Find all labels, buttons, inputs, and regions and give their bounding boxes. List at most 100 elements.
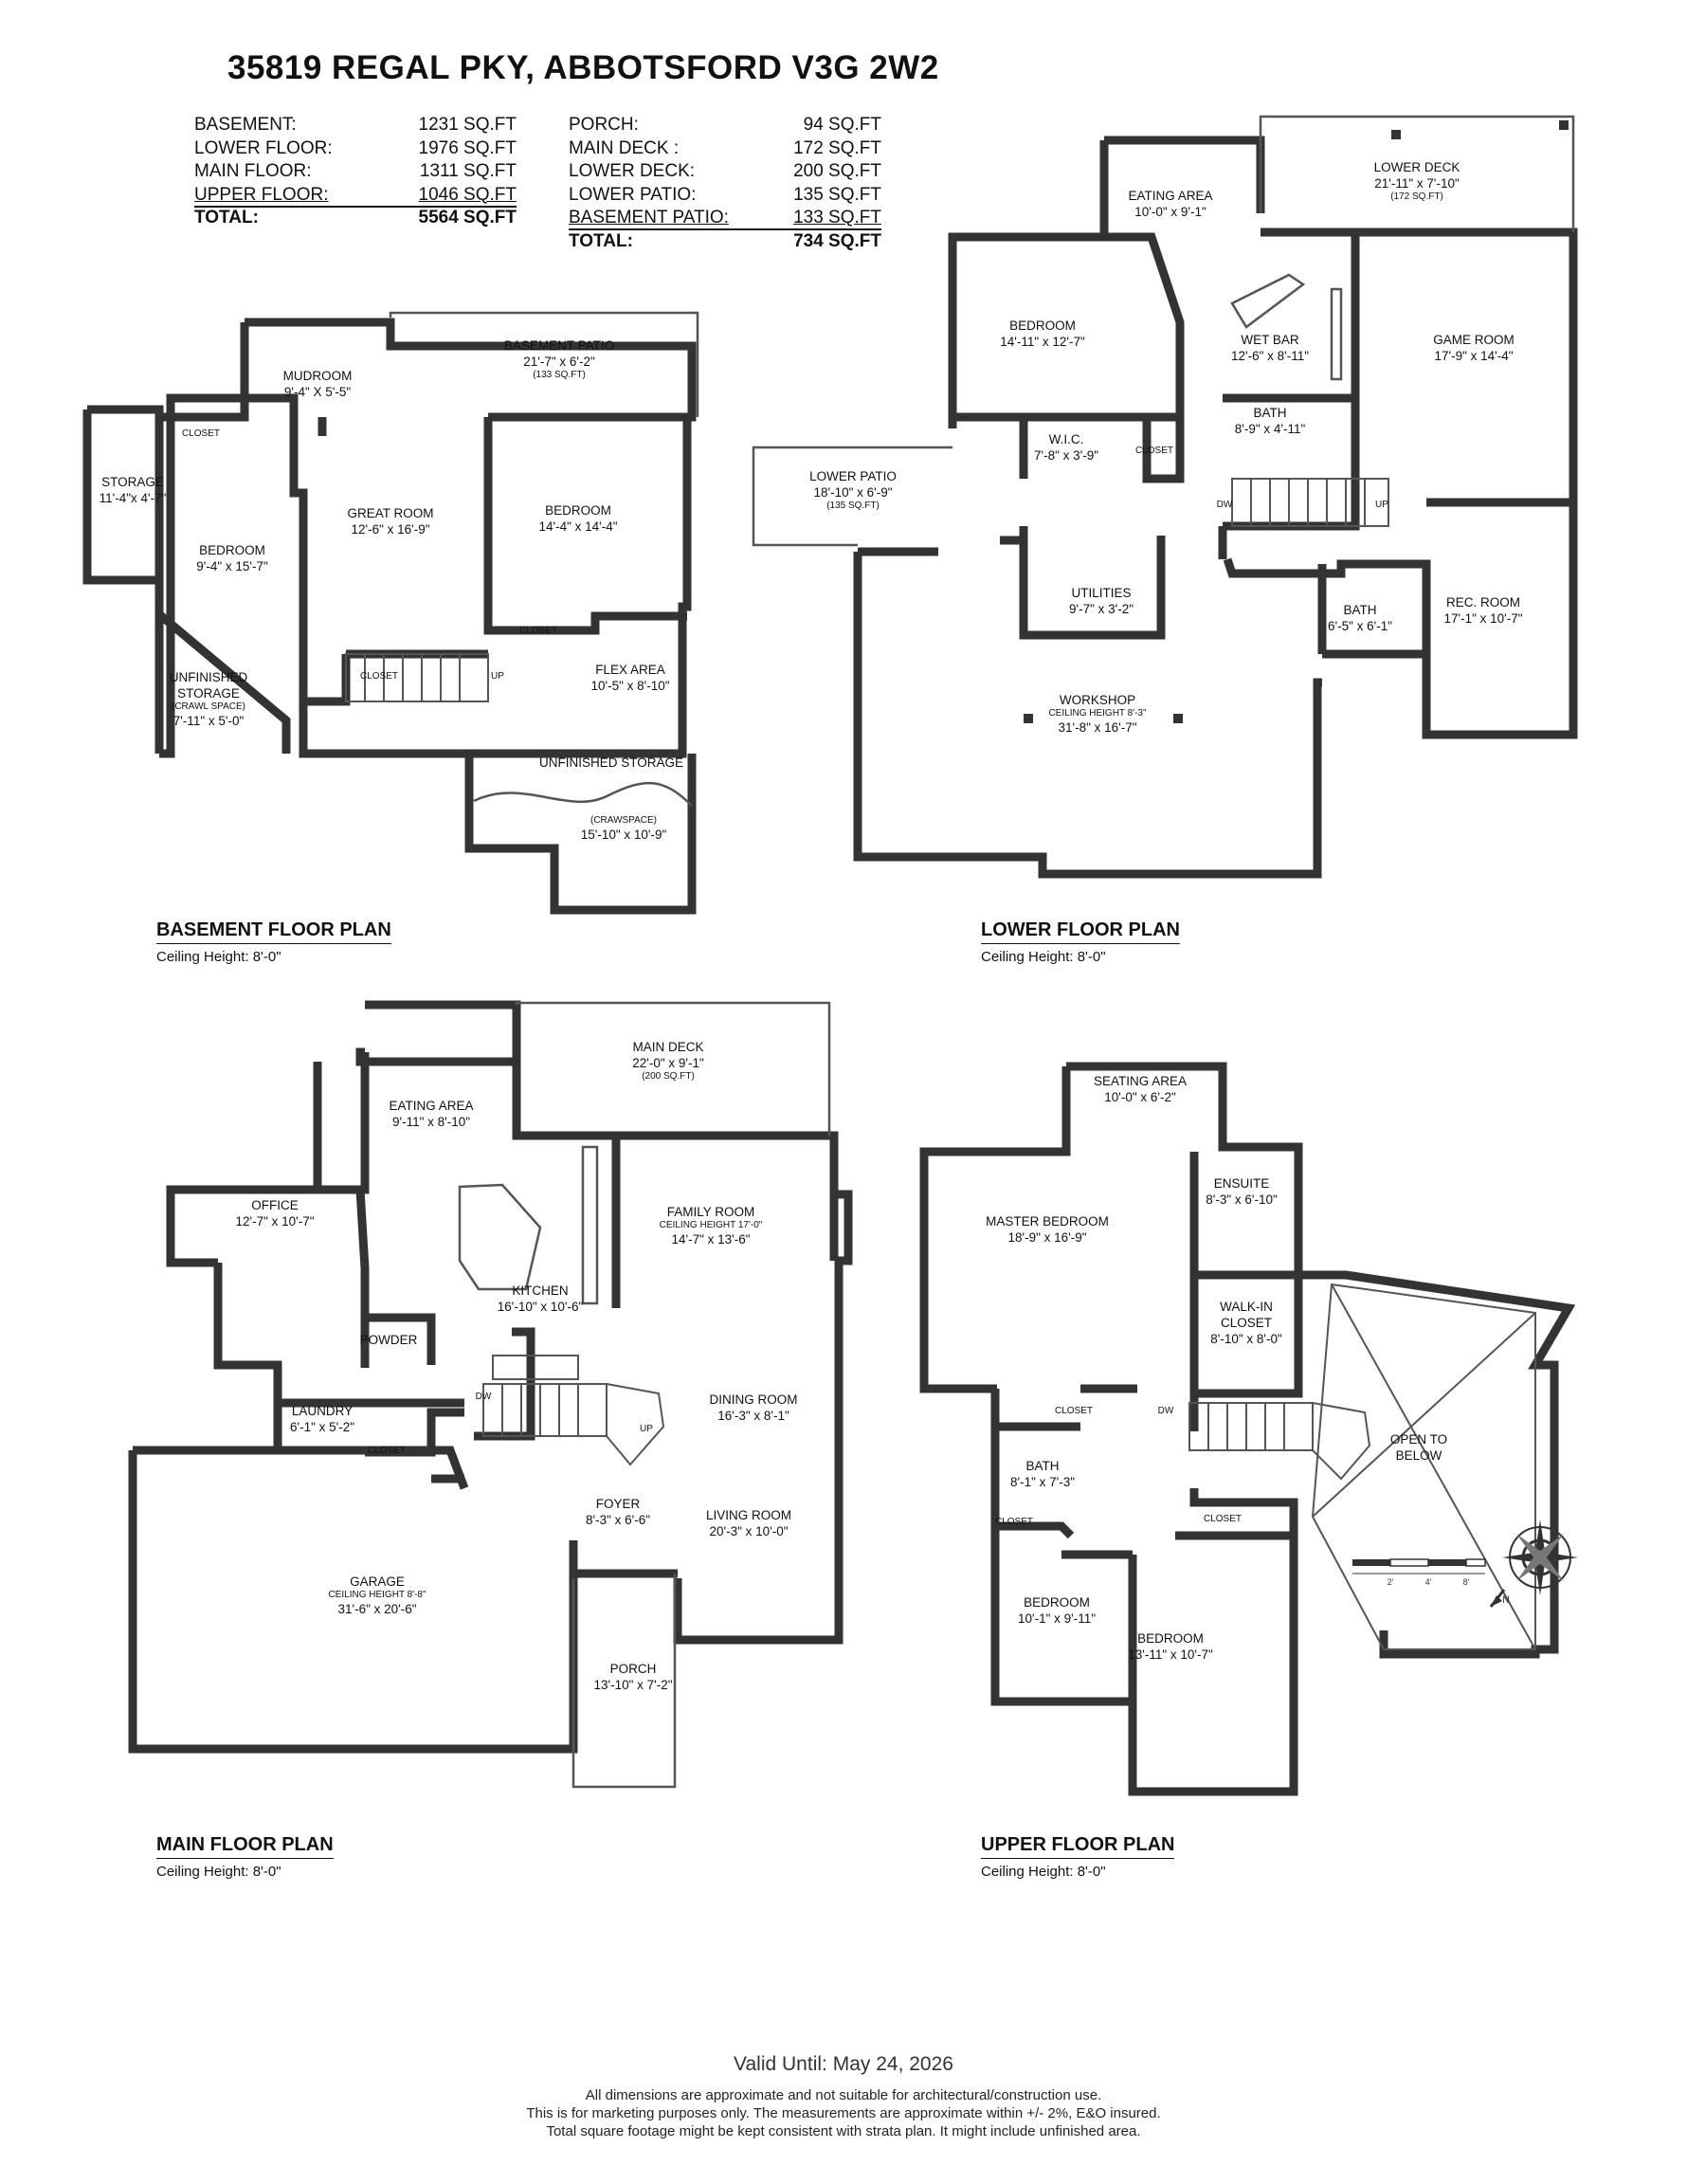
- scale-label-2: 2': [1388, 1577, 1394, 1587]
- room-label-line: LOWER DECK: [1373, 160, 1460, 174]
- upper-plan-name: UPPER FLOOR PLAN: [981, 1834, 1175, 1859]
- room-label-line: GAME ROOM: [1433, 333, 1515, 347]
- upper-stairs: [1188, 1402, 1371, 1481]
- room-label-line: (CRAWL SPACE): [172, 701, 245, 712]
- room-label-line: 7'-8" x 3'-9": [1033, 448, 1099, 463]
- room-label-line: REC. ROOM: [1445, 595, 1520, 610]
- room-label-line: BATH: [1253, 406, 1287, 420]
- room-label-line: 12'-6" x 16'-9": [351, 522, 430, 537]
- room-label-line: BEDROOM: [1024, 1595, 1090, 1610]
- main-room-label: CLOSET: [368, 1446, 406, 1457]
- scale-bar: 2' 4' 8': [1352, 1558, 1486, 1587]
- room-label-line: CLOSET: [994, 1517, 1034, 1527]
- basement-patio-outline: [389, 311, 699, 807]
- upper-floor-walls: [919, 1062, 1576, 1796]
- room-label-line: 8'-9" x 4'-11": [1234, 422, 1306, 436]
- room-label-line: 11'-4"x 4'-7": [99, 491, 167, 505]
- valid-until: Valid Until: May 24, 2026: [734, 2053, 953, 2075]
- basement-plan-caption: BASEMENT FLOOR PLAN Ceiling Height: 8'-0…: [156, 919, 391, 965]
- room-label-line: 6'-1" x 5'-2": [289, 1420, 355, 1434]
- room-label-line: 8'-1" x 7'-3": [1009, 1475, 1076, 1489]
- room-label-line: BEDROOM: [1137, 1631, 1204, 1646]
- disclaimer-line: All dimensions are approximate and not s…: [585, 2087, 1102, 2103]
- lower-room-label: W.I.C.7'-8" x 3'-9": [1034, 431, 1098, 464]
- room-label-line: CLOSET: [367, 1446, 407, 1456]
- lower-plan-name: LOWER FLOOR PLAN: [981, 919, 1180, 944]
- room-label-line: 14'-11" x 12'-7": [1000, 335, 1085, 349]
- room-label-line: BEDROOM: [1009, 318, 1076, 333]
- area-row: PORCH:94 SQ.FT: [569, 114, 881, 137]
- room-label-line: STORAGE: [101, 475, 164, 489]
- area-label: LOWER PATIO:: [569, 184, 697, 205]
- room-label-line: BEDROOM: [545, 503, 611, 518]
- interior-total-rule: [194, 206, 517, 208]
- lower-plan-caption: LOWER FLOOR PLAN Ceiling Height: 8'-0": [981, 919, 1180, 965]
- disclaimer-line: Total square footage might be kept consi…: [546, 2123, 1141, 2139]
- room-label-line: CLOSET: [1220, 1316, 1272, 1330]
- lower-floor-walls: [853, 136, 1578, 879]
- main-room-label: POWDER: [360, 1332, 418, 1348]
- room-label-line: PORCH: [609, 1662, 657, 1676]
- room-label-line: 17'-9" x 14'-4": [1434, 349, 1514, 363]
- room-label-line: 13'-11" x 10'-7": [1128, 1647, 1213, 1662]
- room-label-line: STORAGE: [177, 686, 240, 701]
- property-address-title: 35819 REGAL PKY, ABBOTSFORD V3G 2W2: [227, 49, 939, 86]
- lower-stairs: [1231, 478, 1389, 527]
- room-label-line: GARAGE: [350, 1574, 405, 1589]
- room-label-line: 21'-7" x 6'-2": [523, 355, 595, 369]
- room-label-line: MASTER BEDROOM: [986, 1214, 1109, 1228]
- room-label-line: 18'-9" x 16'-9": [1007, 1230, 1087, 1245]
- main-room-label: PORCH 13'-10" x 7'-2": [593, 1661, 672, 1693]
- room-label-line: 10'-0" x 6'-2": [1104, 1090, 1176, 1104]
- area-row: MAIN DECK :172 SQ.FT: [569, 137, 881, 161]
- basement-room-label: GREAT ROOM 12'-6" x 16'-9": [347, 505, 433, 537]
- basement-room-label: (CRAWSPACE)15'-10" x 10'-9": [581, 815, 667, 843]
- upper-room-label: SEATING AREA 10'-0" x 6'-2": [1094, 1073, 1187, 1105]
- room-label-line: MAIN DECK: [632, 1040, 704, 1054]
- room-label-line: 13'-10" x 7'-2": [593, 1678, 673, 1692]
- room-label-line: UP: [640, 1424, 653, 1434]
- exterior-total-rule: [569, 228, 881, 230]
- upper-open-to-below: [1311, 1283, 1536, 1650]
- room-label-line: 21'-11" x 7'-10": [1374, 176, 1460, 191]
- room-label-line: 6'-5" x 6'-1": [1327, 619, 1393, 633]
- room-label-line: CEILING HEIGHT 8'-3": [1048, 708, 1147, 719]
- room-label-line: 22'-0" x 9'-1": [632, 1056, 704, 1070]
- room-label-line: 20'-3" x 10'-0": [709, 1524, 789, 1538]
- room-label-line: 15'-10" x 10'-9": [580, 828, 667, 842]
- area-label: LOWER FLOOR:: [194, 137, 333, 158]
- basement-stairs: [345, 653, 489, 702]
- room-label-line: DW: [1157, 1406, 1174, 1416]
- lower-plan-ceiling: Ceiling Height: 8'-0": [981, 949, 1106, 965]
- room-label-line: 10'-1" x 9'-11": [1017, 1611, 1097, 1626]
- main-deck-porch-outline: [458, 1001, 831, 1789]
- area-label: TOTAL:: [194, 208, 259, 228]
- room-label-line: SEATING AREA: [1093, 1074, 1188, 1088]
- area-row: BASEMENT:1231 SQ.FT: [194, 114, 517, 137]
- area-row: MAIN FLOOR: 1311 SQ.FT: [194, 160, 517, 184]
- main-plan-caption: MAIN FLOOR PLAN Ceiling Height: 8'-0": [156, 1834, 334, 1880]
- room-label-line: GREAT ROOM: [347, 506, 434, 520]
- room-label-line: CLOSET: [181, 428, 221, 439]
- area-value: 135 SQ.FT: [793, 184, 881, 205]
- area-label: MAIN FLOOR:: [194, 161, 312, 181]
- area-value: 1311 SQ.FT: [419, 161, 517, 181]
- upper-room-label: MASTER BEDROOM 18'-9" x 16'-9": [986, 1213, 1109, 1246]
- basement-plan-name: BASEMENT FLOOR PLAN: [156, 919, 391, 944]
